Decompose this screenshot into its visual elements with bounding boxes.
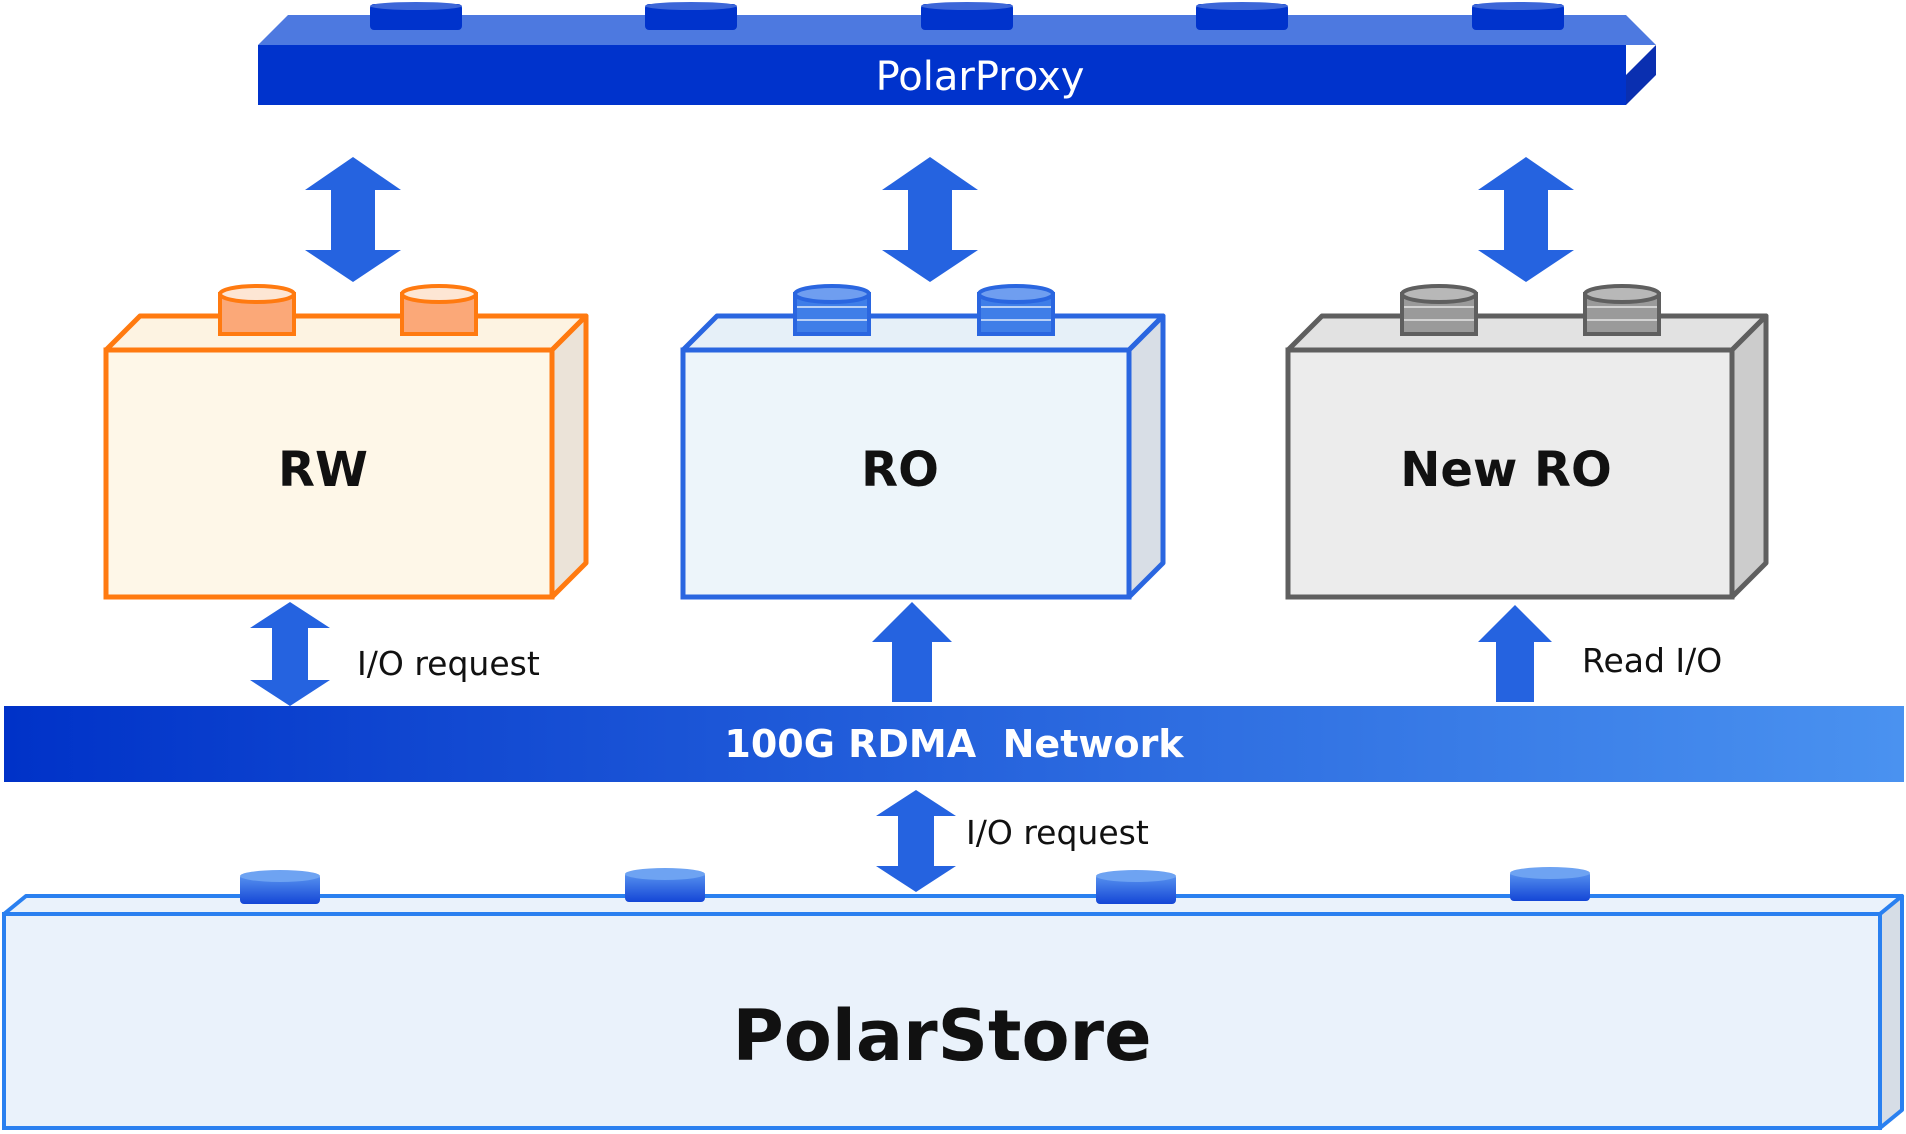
proxy-disk [1472,2,1564,30]
ro-label: RO [861,442,939,498]
rw-network-arrow [250,602,330,706]
store-disk [625,868,705,902]
polar-store: PolarStore [2,867,1904,1130]
proxy-disk [1196,2,1288,30]
network-ro-arrow [872,602,952,702]
new-ro-disk [1400,284,1478,336]
ro-disk [977,284,1055,336]
proxy-rw-arrow [305,157,401,282]
store-disk [240,870,320,904]
rw-io-label: I/O request [357,644,540,683]
network-new-ro-arrow [1478,605,1552,702]
new-ro-node: New RO [1285,284,1769,600]
polar-proxy: PolarProxy [258,2,1656,105]
rw-disk [400,284,478,336]
ro-node: RO [680,284,1166,600]
proxy-disk [370,2,462,30]
network-label: 100G RDMA Network [724,722,1184,766]
proxy-new-ro-arrow [1478,157,1574,282]
proxy-label: PolarProxy [876,54,1085,100]
network-store-arrow [876,790,956,892]
rw-label: RW [278,442,368,498]
store-label: PolarStore [732,995,1151,1077]
store-disk [1510,867,1590,901]
proxy-ro-arrow [882,157,978,282]
proxy-disk [645,2,737,30]
proxy-disk [921,2,1013,30]
store-disk [1096,870,1176,904]
store-io-label: I/O request [966,813,1149,852]
ro-disk [793,284,871,336]
new-ro-disk [1583,284,1661,336]
rw-node: RW [103,284,589,600]
new-ro-io-label: Read I/O [1582,641,1722,680]
new-ro-label: New RO [1400,442,1612,498]
rw-disk [218,284,296,336]
rdma-network: 100G RDMA Network [4,706,1904,782]
